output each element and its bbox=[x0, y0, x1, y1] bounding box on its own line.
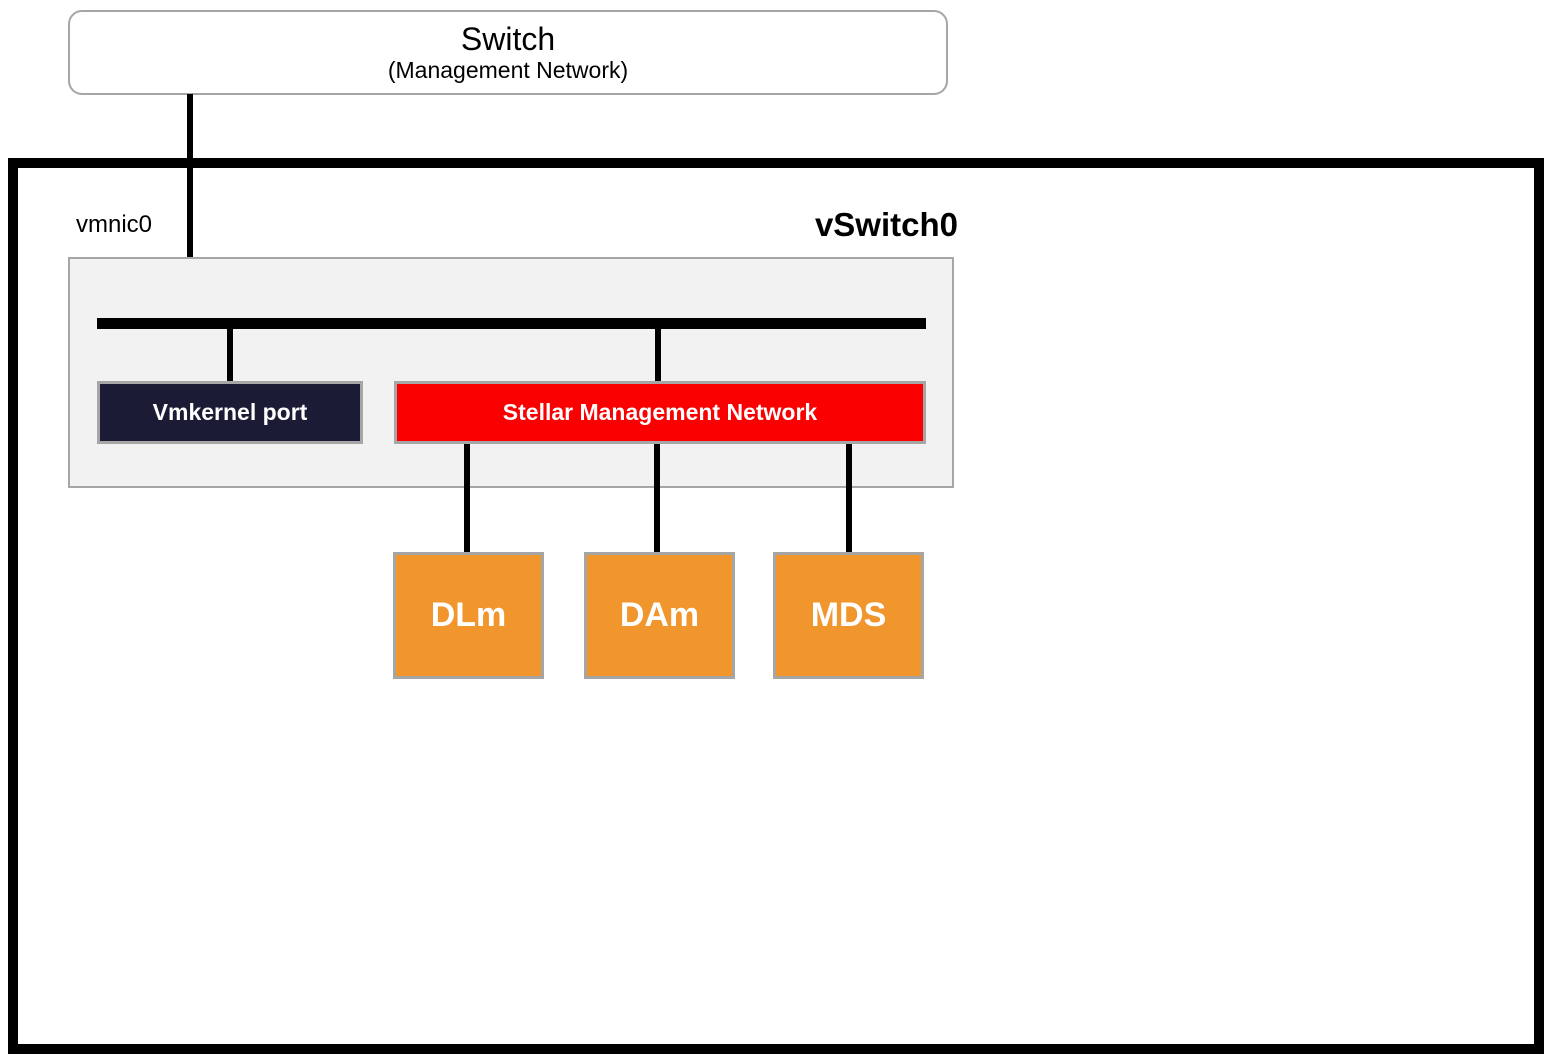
host-boundary-box bbox=[8, 158, 1544, 1054]
connector-bus-to-vmkernel bbox=[227, 329, 233, 381]
vswitch-title: vSwitch0 bbox=[814, 206, 958, 243]
vm-node-mds: MDS bbox=[773, 552, 924, 679]
connector-stellar-to-dam bbox=[654, 444, 660, 553]
vm-node-dam: DAm bbox=[584, 552, 735, 679]
connector-bus-to-stellar bbox=[655, 329, 661, 381]
vm-node-dlm: DLm bbox=[393, 552, 544, 679]
switch-title: Switch bbox=[460, 21, 556, 58]
switch-node: Switch (Management Network) bbox=[68, 10, 948, 95]
vm-dam-label: DAm bbox=[619, 596, 700, 634]
stellar-network-label: Stellar Management Network bbox=[502, 399, 818, 425]
vmnic-label: vmnic0 bbox=[76, 211, 153, 238]
vmkernel-port-node: Vmkernel port bbox=[97, 381, 363, 444]
vmkernel-port-label: Vmkernel port bbox=[152, 399, 308, 425]
connector-stellar-to-mds bbox=[846, 444, 852, 553]
vswitch-bus-bar bbox=[97, 318, 926, 329]
switch-subtitle: (Management Network) bbox=[387, 57, 629, 84]
uplink-connector-line bbox=[187, 94, 193, 328]
vm-mds-label: MDS bbox=[810, 596, 887, 634]
vswitch-panel bbox=[68, 257, 954, 488]
stellar-network-node: Stellar Management Network bbox=[394, 381, 926, 444]
vm-dlm-label: DLm bbox=[430, 596, 507, 634]
connector-stellar-to-dlm bbox=[464, 444, 470, 553]
